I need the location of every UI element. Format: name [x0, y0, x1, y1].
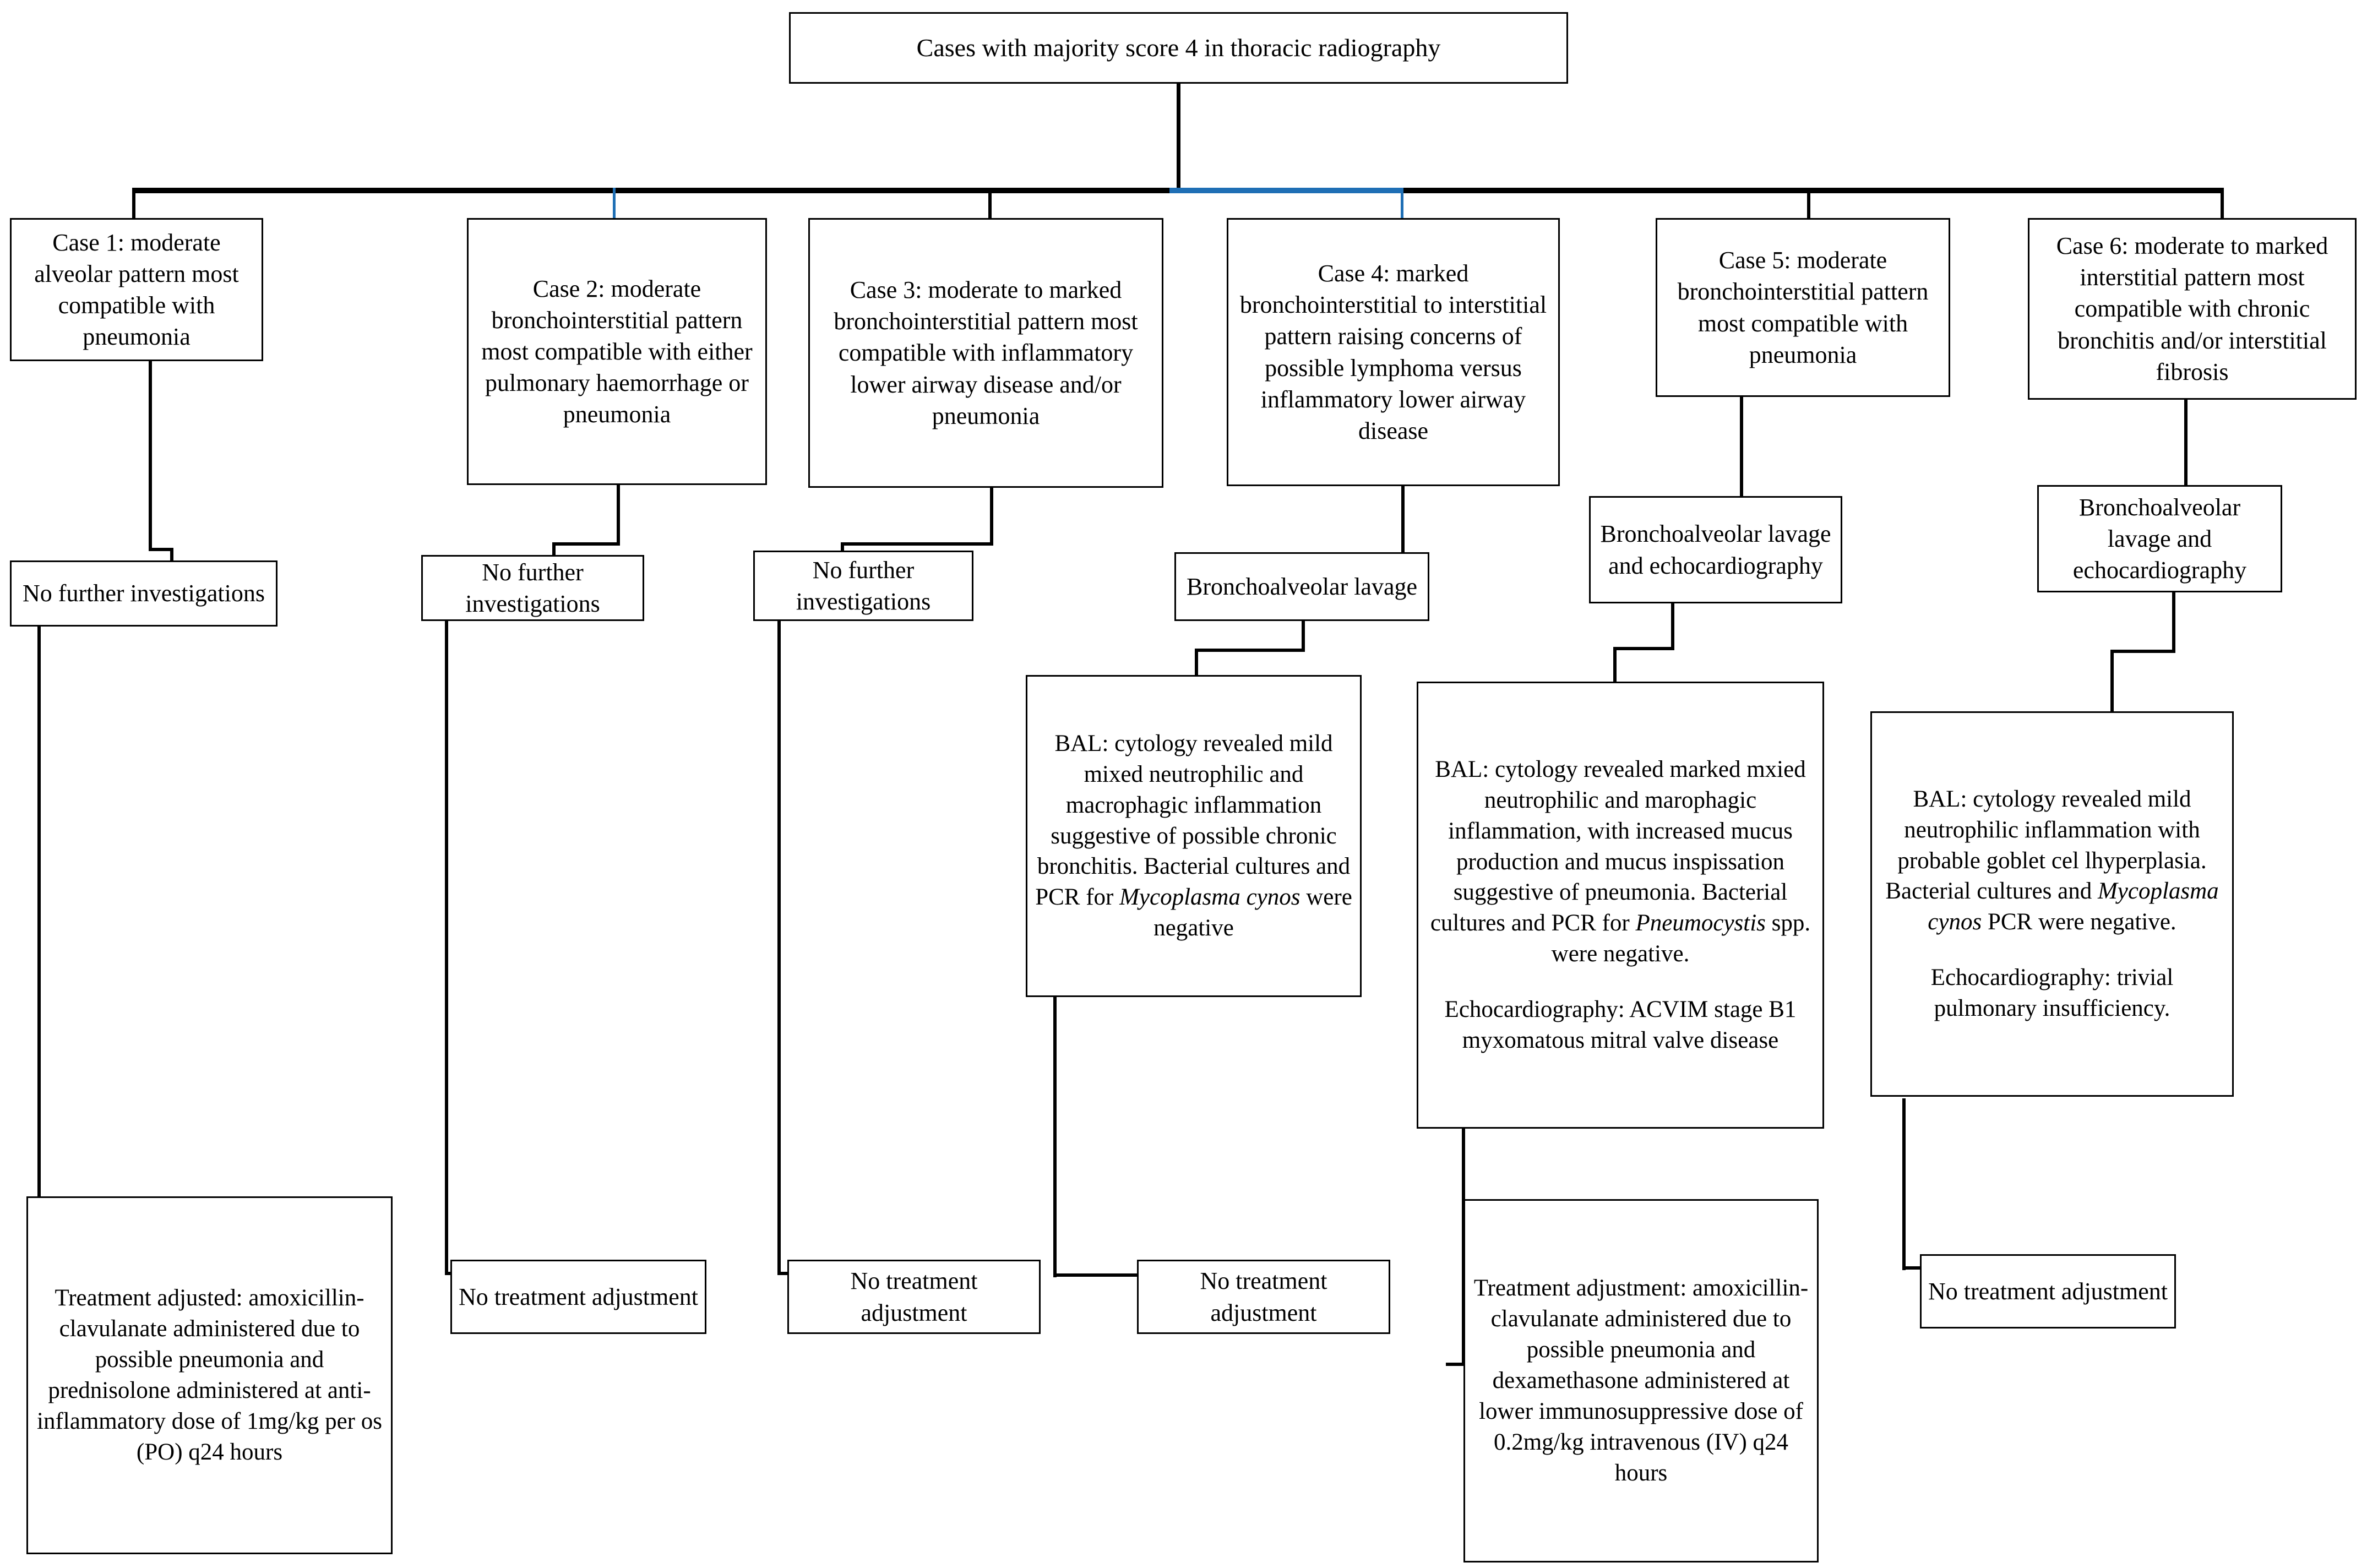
connector-bus-to-case-6: [2221, 188, 2224, 218]
case-6-outcome-node: No treatment adjustment: [1920, 1254, 2176, 1329]
case-5-results-bal-head: BAL: cytology revealed marked mxied neut…: [1430, 756, 1806, 937]
connector-case-4-investigation-to-results-b: [1195, 649, 1305, 652]
connector-case-2-to-investigation-b: [552, 542, 620, 546]
connector-case-3-to-outcome-b: [777, 1272, 791, 1275]
case-5-results-bal: BAL: cytology revealed marked mxied neut…: [1424, 754, 1817, 970]
connector-case-6-investigation-to-results-c: [2110, 650, 2114, 715]
connector-case-4-investigation-to-results-a: [1302, 621, 1305, 652]
case-6-results-bal-head: BAL: cytology revealed mild neutrophilic…: [1885, 786, 2207, 905]
connector-bus-right: [1401, 188, 2222, 193]
case-6-outcome-label: No treatment adjustment: [1928, 1277, 2168, 1305]
connector-case-1-to-investigation-b: [149, 548, 173, 551]
connector-case-6-results-to-outcome-b: [1902, 1266, 1922, 1270]
case-5-results-text: BAL: cytology revealed marked mxied neut…: [1424, 754, 1817, 1056]
case-6-label: Case 6: moderate to marked interstitial …: [2056, 232, 2328, 385]
connector-case-2-to-investigation-a: [617, 485, 620, 546]
case-3-outcome-node: No treatment adjustment: [787, 1260, 1041, 1334]
connector-case-3-to-investigation-c: [841, 542, 844, 552]
connector-case-1-to-investigation-a: [149, 361, 152, 551]
connector-bus-to-case-3: [988, 188, 992, 218]
connector-case-1-to-outcome: [37, 627, 41, 1196]
case-2-outcome-node: No treatment adjustment: [450, 1260, 706, 1334]
case-5-outcome-label: Treatment adjustment: amoxicillin-clavul…: [1473, 1275, 1809, 1486]
case-3-investigation-node: No further investigations: [753, 551, 973, 621]
connector-case-5-investigation-to-results-b: [1613, 647, 1674, 650]
connector-case-6-to-investigation-a: [2184, 400, 2188, 485]
root-node: Cases with majority score 4 in thoracic …: [789, 12, 1568, 84]
connector-case-1-to-investigation-c: [170, 548, 173, 562]
case-6-results-text: BAL: cytology revealed mild neutrophilic…: [1878, 784, 2227, 1024]
connector-case-2-to-outcome-a: [445, 621, 448, 1275]
connector-bus-to-case-4: [1401, 188, 1403, 218]
connector-bus-accent: [1169, 188, 1403, 193]
connector-case-5-results-to-outcome-b: [1446, 1363, 1465, 1366]
case-1-investigation-label: No further investigations: [23, 580, 265, 607]
case-6-node: Case 6: moderate to marked interstitial …: [2028, 218, 2357, 400]
connector-case-6-results-to-outcome-a: [1902, 1098, 1906, 1270]
case-4-outcome-node: No treatment adjustment: [1137, 1260, 1390, 1334]
connector-case-4-to-investigation-a: [1401, 486, 1405, 552]
connector-case-4-results-to-outcome-a: [1053, 997, 1057, 1277]
case-4-results-organism: Mycoplasma cynos: [1119, 884, 1301, 911]
case-5-investigation-label: Bronchoalveolar lavage and echocardiogra…: [1600, 520, 1831, 579]
case-1-outcome-node: Treatment adjusted: amoxicillin-clavulan…: [26, 1196, 393, 1554]
case-5-results-node: BAL: cytology revealed marked mxied neut…: [1417, 682, 1824, 1129]
case-4-results-text: BAL: cytology revealed mild mixed neutro…: [1033, 728, 1354, 944]
case-6-results-bal: BAL: cytology revealed mild neutrophilic…: [1878, 784, 2227, 938]
case-1-investigation-node: No further investigations: [10, 560, 277, 627]
case-5-node: Case 5: moderate bronchointerstitial pat…: [1656, 218, 1950, 397]
case-2-node: Case 2: moderate bronchointerstitial pat…: [467, 218, 767, 485]
connector-case-3-to-outcome-a: [777, 621, 781, 1275]
case-5-results-bal-tail: spp. were negative.: [1551, 910, 1811, 967]
case-2-label: Case 2: moderate bronchointerstitial pat…: [481, 275, 753, 428]
root-node-label: Cases with majority score 4 in thoracic …: [916, 34, 1441, 62]
case-6-results-node: BAL: cytology revealed mild neutrophilic…: [1870, 711, 2234, 1097]
case-4-label: Case 4: marked bronchointerstitial to in…: [1239, 259, 1547, 444]
case-5-investigation-node: Bronchoalveolar lavage and echocardiogra…: [1589, 496, 1842, 603]
connector-case-5-investigation-to-results-c: [1613, 647, 1617, 682]
case-3-node: Case 3: moderate to marked bronchointers…: [808, 218, 1163, 488]
case-6-investigation-node: Bronchoalveolar lavage and echocardiogra…: [2037, 485, 2282, 592]
case-6-results-bal-tail: PCR were negative.: [1982, 909, 2176, 935]
connector-case-6-investigation-to-results-a: [2172, 592, 2175, 653]
case-5-label: Case 5: moderate bronchointerstitial pat…: [1677, 247, 1929, 368]
connector-bus-left: [132, 188, 1178, 193]
case-6-results-echo: Echocardiography: trivial pulmonary insu…: [1930, 965, 2174, 1022]
case-4-investigation-node: Bronchoalveolar lavage: [1174, 552, 1429, 621]
connector-case-5-to-investigation-a: [1740, 397, 1743, 496]
connector-bus-to-case-1: [132, 188, 135, 218]
case-3-outcome-label: No treatment adjustment: [850, 1267, 978, 1326]
case-5-results-organism: Pneumocystis: [1635, 910, 1766, 937]
case-4-investigation-label: Bronchoalveolar lavage: [1186, 573, 1418, 600]
case-6-investigation-label: Bronchoalveolar lavage and echocardiogra…: [2072, 493, 2247, 584]
case-2-outcome-label: No treatment adjustment: [459, 1283, 698, 1310]
connector-bus-to-case-2: [613, 188, 616, 218]
case-3-label: Case 3: moderate to marked bronchointers…: [834, 276, 1138, 429]
case-2-investigation-label: No further investigations: [465, 558, 600, 617]
connector-case-3-to-investigation-b: [841, 542, 993, 546]
connector-case-3-to-investigation-a: [990, 488, 993, 546]
connector-case-2-to-investigation-c: [552, 542, 556, 556]
case-5-outcome-node: Treatment adjustment: amoxicillin-clavul…: [1463, 1199, 1819, 1562]
case-1-node: Case 1: moderate alveolar pattern most c…: [10, 218, 263, 361]
case-5-results-echo: Echocardiography: ACVIM stage B1 myxomat…: [1444, 997, 1797, 1054]
connector-case-4-investigation-to-results-c: [1195, 649, 1198, 676]
connector-bus-to-case-5: [1807, 188, 1810, 218]
case-6-results-organism: Mycoplasma cynos: [1928, 878, 2219, 935]
case-4-node: Case 4: marked bronchointerstitial to in…: [1227, 218, 1560, 486]
case-3-investigation-label: No further investigations: [796, 556, 931, 615]
connector-case-4-results-to-outcome-b: [1053, 1273, 1140, 1277]
case-1-outcome-label: Treatment adjusted: amoxicillin-clavulan…: [37, 1285, 382, 1465]
case-4-results-node: BAL: cytology revealed mild mixed neutro…: [1026, 675, 1362, 997]
connector-case-6-investigation-to-results-b: [2110, 650, 2175, 653]
case-4-results-tail: were negative: [1153, 884, 1352, 941]
connector-case-5-investigation-to-results-a: [1671, 603, 1674, 650]
case-4-outcome-label: No treatment adjustment: [1200, 1267, 1327, 1326]
connector-root-stem: [1177, 84, 1180, 191]
case-4-results-head: BAL: cytology revealed mild mixed neutro…: [1035, 730, 1351, 911]
case-1-label: Case 1: moderate alveolar pattern most c…: [34, 228, 239, 351]
case-2-investigation-node: No further investigations: [421, 555, 644, 621]
